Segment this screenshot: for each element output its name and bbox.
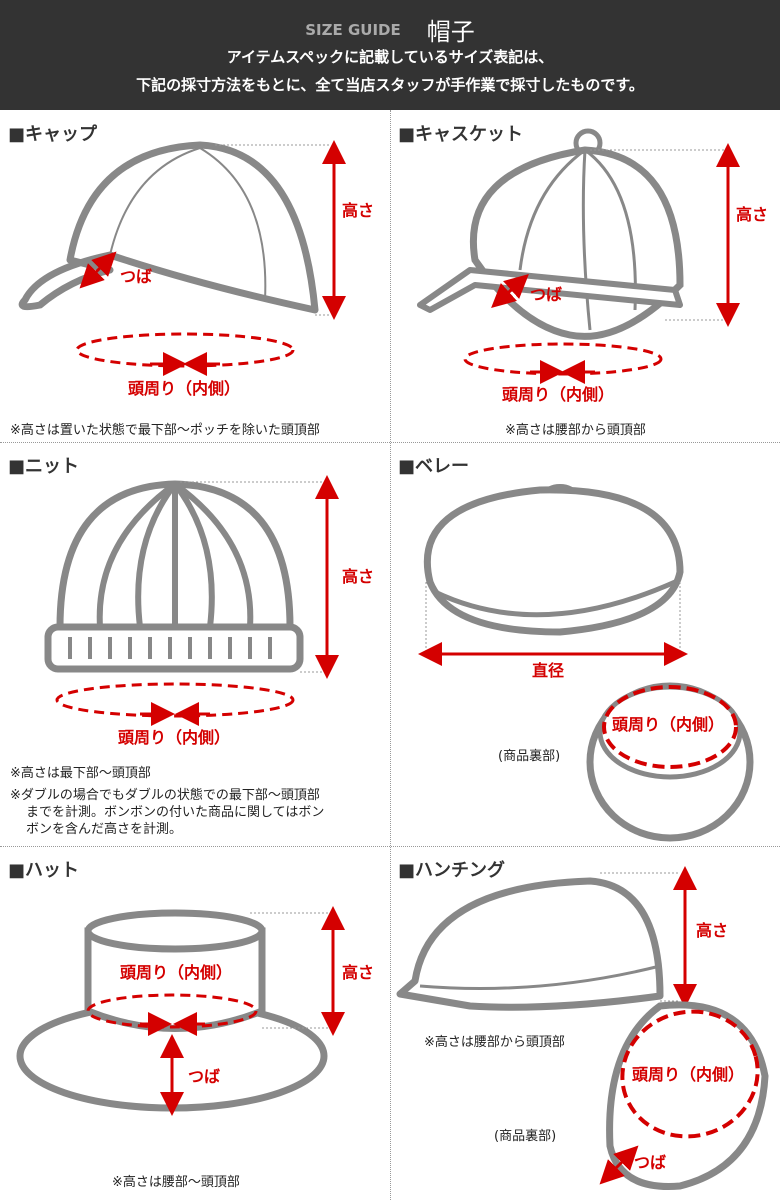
height-label: 高さ bbox=[342, 201, 375, 220]
column-divider bbox=[390, 110, 391, 1200]
brim-label: つば bbox=[188, 1067, 221, 1086]
cap-diagram bbox=[18, 140, 346, 376]
panel-hat: ■ハット 高さ 頭周り（内側） つば ※高さは腰部～頭頂部 bbox=[0, 846, 390, 1200]
height-label: 高さ bbox=[736, 205, 769, 224]
hat-note: ※高さは腰部～頭頂部 bbox=[112, 1175, 240, 1190]
brim-label: つば bbox=[120, 267, 153, 286]
casquette-diagram bbox=[417, 128, 740, 384]
beret-diagram bbox=[418, 484, 754, 842]
brim-label: つば bbox=[530, 285, 563, 304]
head-circumference-label: 頭周り（内側） bbox=[502, 385, 615, 404]
panel-title: ■キャスケット bbox=[398, 124, 524, 145]
row-divider bbox=[0, 846, 780, 847]
cap-note: ※高さは置いた状態で最下部～ポッチを除いた頭頂部 bbox=[10, 423, 320, 438]
panel-cap: ■キャップ 高さ つば 頭周り（内側） ※高さは置いた状態で最下部～ポッチを除い… bbox=[0, 110, 390, 442]
inside-label: (商品裏部) bbox=[498, 749, 561, 764]
diameter-label: 直径 bbox=[532, 661, 565, 680]
head-circumference-label: 頭周り（内側） bbox=[128, 379, 241, 398]
size-guide-tag: SIZE GUIDE bbox=[305, 20, 401, 39]
panel-title: ■ハット bbox=[8, 860, 80, 881]
height-label: 高さ bbox=[342, 567, 375, 586]
row-divider bbox=[0, 442, 780, 443]
knit-diagram bbox=[44, 475, 339, 726]
inside-label: (商品裏部) bbox=[494, 1129, 557, 1144]
casquette-note: ※高さは腰部から頭頂部 bbox=[505, 423, 646, 438]
panel-knit: ■ニット 高さ 頭周り（内側） ※高さは最下部～頭頂部 ※ダブルの場合でもダブル… bbox=[0, 442, 390, 846]
panel-casquette: ■キャスケット 高さ つば 頭周り（内側） ※高さは腰部から頭頂部 bbox=[390, 110, 780, 442]
head-circumference-label: 頭周り（内側） bbox=[118, 728, 231, 747]
head-circumference-label: 頭周り（内側） bbox=[612, 715, 725, 734]
panel-hunting: ■ハンチング 高さ ※高さは腰部から頭頂部 頭周り（内側） (商品裏部) つば bbox=[390, 846, 780, 1200]
panel-title: ■ニット bbox=[8, 456, 80, 477]
panel-beret: ■ベレー 直径 頭周り（内側） (商品裏部) bbox=[390, 442, 780, 846]
page-title: 帽子 bbox=[426, 18, 475, 46]
knit-note-4: ボンを含んだ高さを計測。 bbox=[26, 822, 183, 837]
panel-title: ■キャップ bbox=[8, 124, 98, 145]
hat-diagram bbox=[16, 906, 345, 1116]
brim-label: つば bbox=[634, 1153, 667, 1172]
hunting-note: ※高さは腰部から頭頂部 bbox=[424, 1035, 565, 1050]
hunting-diagram bbox=[396, 866, 769, 1190]
intro-line-2: 下記の採寸方法をもとに、全て当店スタッフが手作業で採寸したものです。 bbox=[136, 76, 644, 94]
head-circumference-label: 頭周り（内側） bbox=[632, 1065, 745, 1084]
knit-note-2: ※ダブルの場合でもダブルの状態での最下部～頭頂部 bbox=[10, 788, 320, 803]
height-label: 高さ bbox=[342, 963, 375, 982]
head-circumference-label: 頭周り（内側） bbox=[120, 963, 233, 982]
panel-title: ■ベレー bbox=[398, 456, 470, 477]
height-label: 高さ bbox=[696, 921, 729, 940]
intro-line-1: アイテムスペックに記載しているサイズ表記は、 bbox=[226, 48, 554, 66]
knit-note-3: までを計測。ボンボンの付いた商品に関してはボン bbox=[26, 805, 325, 820]
header: SIZE GUIDE 帽子 アイテムスペックに記載しているサイズ表記は、 下記の採… bbox=[0, 0, 780, 110]
knit-note-1: ※高さは最下部～頭頂部 bbox=[10, 766, 151, 781]
panel-title: ■ハンチング bbox=[398, 860, 506, 881]
